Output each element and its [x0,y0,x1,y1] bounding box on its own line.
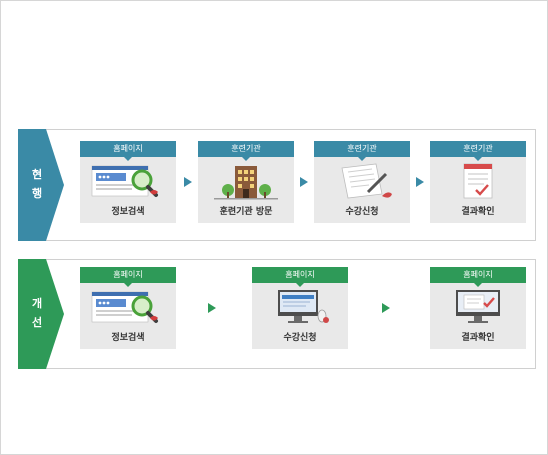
card-header: 홈페이지 [430,267,526,287]
flow-arrow [208,303,216,313]
improved-card-result: 홈페이지 결과확인 [430,267,526,349]
card-label: 수강신청 [345,207,379,217]
flow-arrow [300,177,308,187]
current-card-registration: 훈련기관 수강신청 [314,141,410,223]
paper-pen-icon [341,163,392,199]
flow-arrow [382,303,390,313]
monitor-mouse-icon [278,290,329,323]
improved-tag-line2: 선 [31,316,43,329]
card-label: 결과확인 [461,207,495,217]
current-tag-line1: 현 [31,168,43,181]
card-header: 훈련기관 [314,141,410,161]
current-tag-line2: 행 [31,187,43,200]
improved-tag-arrow [18,259,64,369]
document-check-icon [463,163,493,199]
current-card-result: 훈련기관 결과확인 [430,141,526,223]
website-search-icon [91,165,158,197]
flow-arrow [416,177,424,187]
building-icon [214,166,278,200]
card-header: 훈련기관 [430,141,526,161]
card-header: 훈련기관 [198,141,294,161]
card-header: 홈페이지 [252,267,348,287]
improved-tag-line1: 개 [31,297,43,310]
current-card-visit: 훈련기관 훈련기관 방문 [198,141,294,223]
card-label: 결과확인 [461,333,495,343]
current-process-row: 현 행 홈페이지 정보검색 훈련기관 [18,129,538,241]
card-label: 정보검색 [111,207,145,217]
flow-arrow [184,177,192,187]
card-header: 홈페이지 [80,267,176,287]
card-label: 정보검색 [111,333,145,343]
current-card-info-search: 홈페이지 정보검색 [80,141,176,223]
improved-process-row: 개 선 홈페이지 정보검색 홈페이지 [18,259,538,369]
card-header: 홈페이지 [80,141,176,161]
card-label: 훈련기관 방문 [219,207,273,217]
improved-card-info-search: 홈페이지 정보검색 [80,267,176,349]
improved-card-registration: 홈페이지 수강신청 [252,267,348,349]
monitor-check-icon [456,290,500,323]
card-label: 수강신청 [283,333,317,343]
website-search-icon [91,291,158,323]
current-tag-arrow [18,129,64,241]
